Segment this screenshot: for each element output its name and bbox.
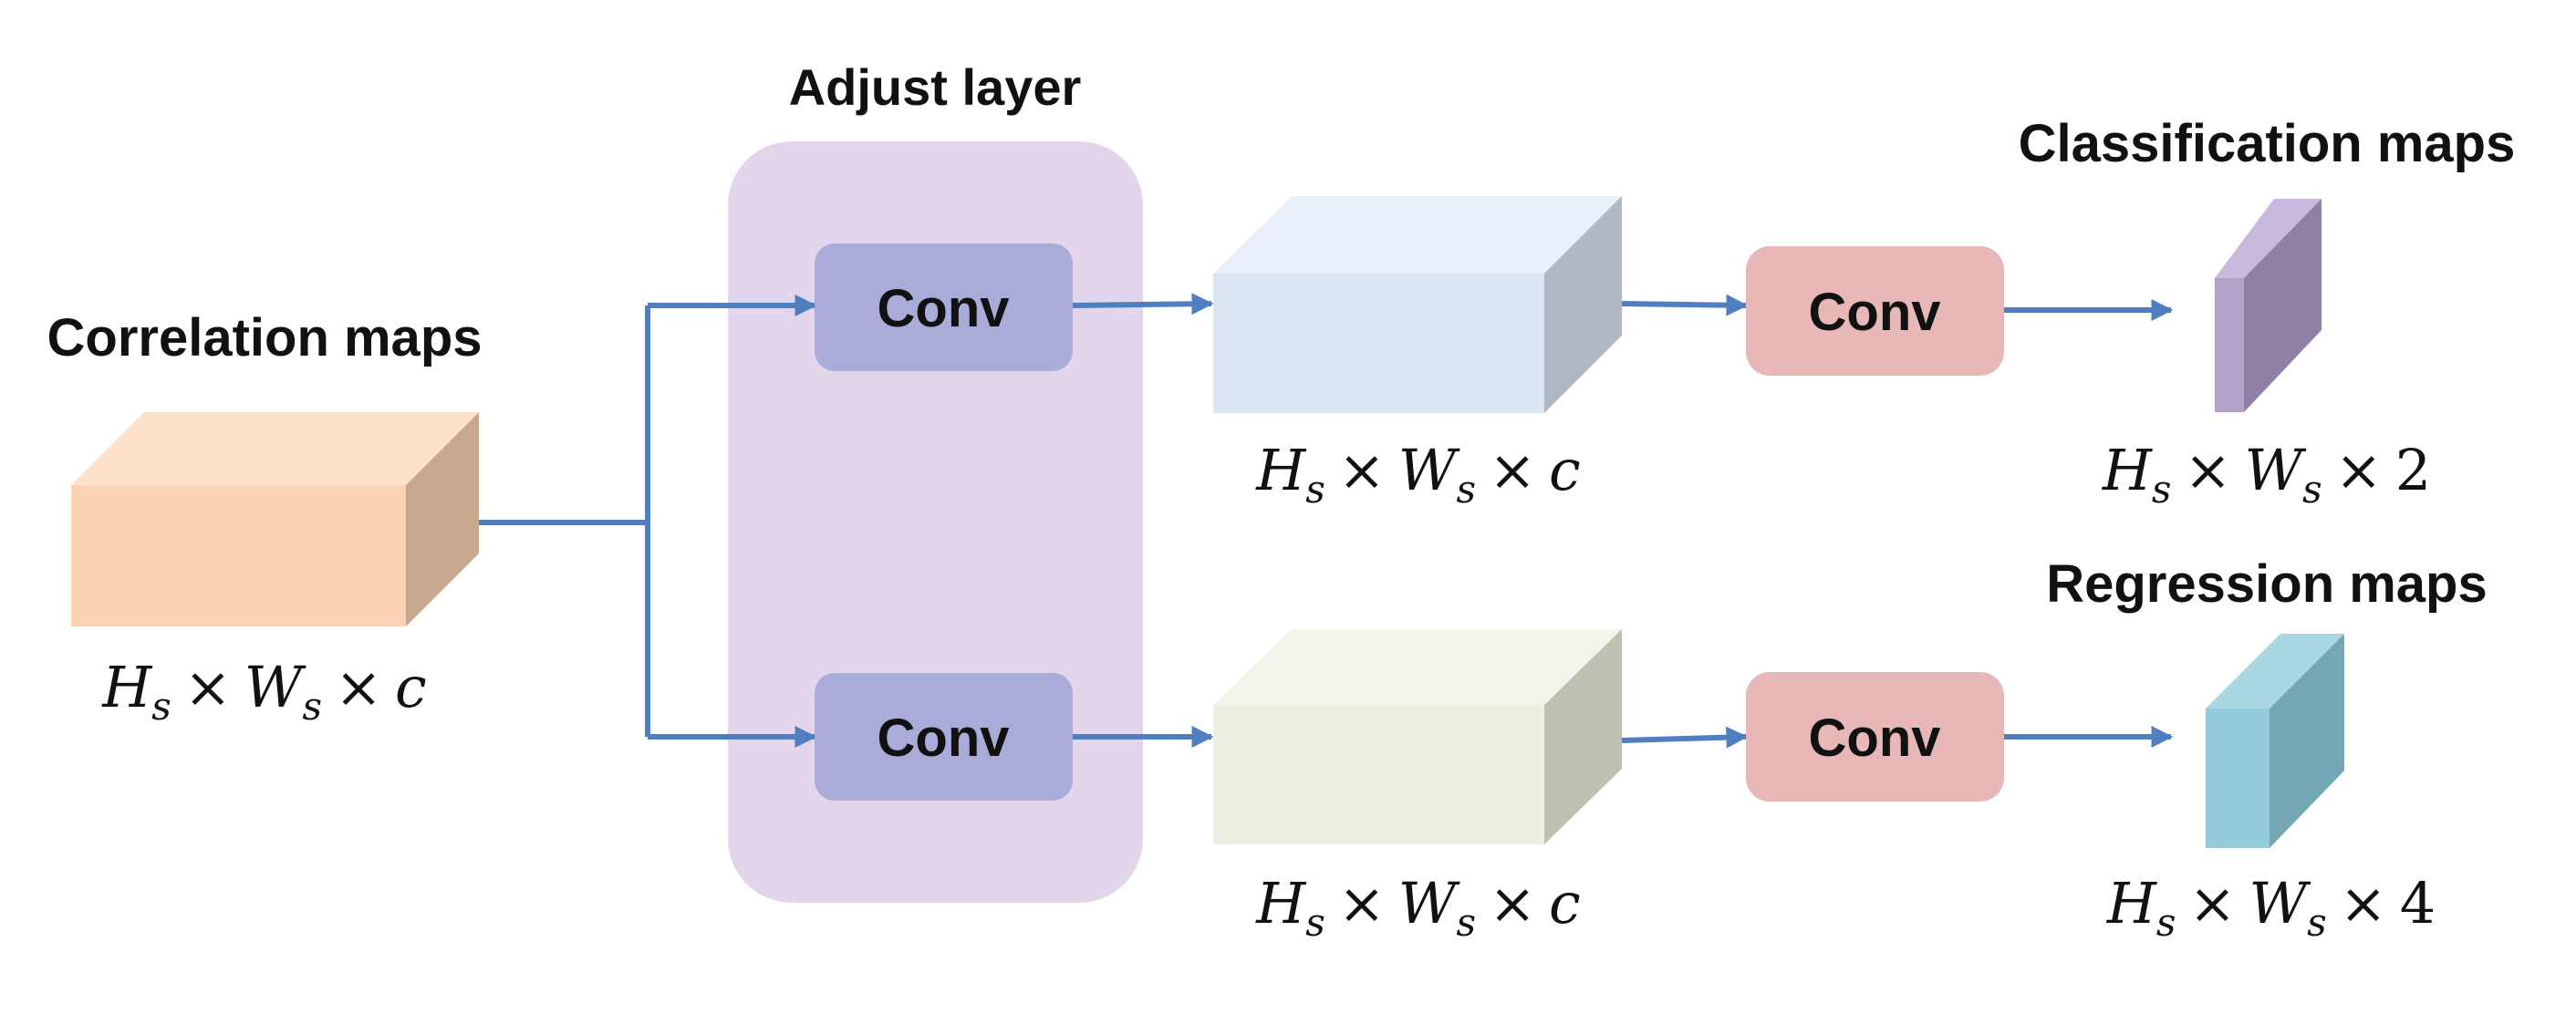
mid-bottom-box-side <box>1544 629 1622 844</box>
head-conv-bottom-button <box>1746 672 2004 802</box>
head-conv-bottom-label: Conv <box>1809 709 1941 768</box>
adjust-layer-title: Adjust layer <box>789 58 1082 116</box>
classification-box-side <box>2244 199 2322 412</box>
mid-top-box-front <box>1213 274 1544 413</box>
regression-box-front <box>2206 709 2270 848</box>
mid-bottom-block <box>1213 629 1622 844</box>
head-conv-top-label: Conv <box>1809 283 1941 342</box>
regression-dims: Hs×Ws×4 <box>2106 870 2436 945</box>
regression-maps-block <box>2206 634 2344 848</box>
mid-top-dims: Hs×Ws×c <box>1255 437 1581 512</box>
head-conv-top-button <box>1746 246 2004 376</box>
arrow-to-mid-top <box>1072 293 1214 316</box>
correlation-maps-block <box>71 412 479 626</box>
classification-maps-label: Classification maps <box>2019 114 2516 173</box>
correlation-dims: Hs×Ws×c <box>101 654 427 729</box>
correlation-box-top <box>71 412 479 485</box>
arrow-to-head-conv-bottom <box>1621 726 1749 749</box>
adjust-conv-bottom-button <box>815 673 1073 801</box>
correlation-box-front <box>71 485 406 626</box>
classification-box-front <box>2215 278 2244 412</box>
classification-dims: Hs×Ws×2 <box>2102 437 2431 512</box>
mid-top-block <box>1213 196 1622 413</box>
arrow-to-head-conv-top <box>1621 294 1749 316</box>
correlation-maps-label: Correlation maps <box>47 308 483 367</box>
mid-bottom-box-front <box>1213 705 1544 844</box>
adjust-conv-bottom-label: Conv <box>878 709 1010 768</box>
regression-box-top <box>2206 634 2344 709</box>
mid-bottom-dims: Hs×Ws×c <box>1255 870 1581 945</box>
mid-top-box-side <box>1544 196 1622 413</box>
classification-maps-block <box>2215 199 2322 412</box>
mid-top-box-top <box>1213 196 1622 274</box>
classification-box-top <box>2215 199 2322 278</box>
adjust-conv-top-button <box>815 243 1073 371</box>
adjust-conv-top-label: Conv <box>878 279 1010 338</box>
regression-maps-label: Regression maps <box>2046 554 2488 614</box>
mid-bottom-box-top <box>1213 629 1622 705</box>
correlation-box-side <box>406 412 479 626</box>
regression-box-side <box>2270 634 2344 848</box>
